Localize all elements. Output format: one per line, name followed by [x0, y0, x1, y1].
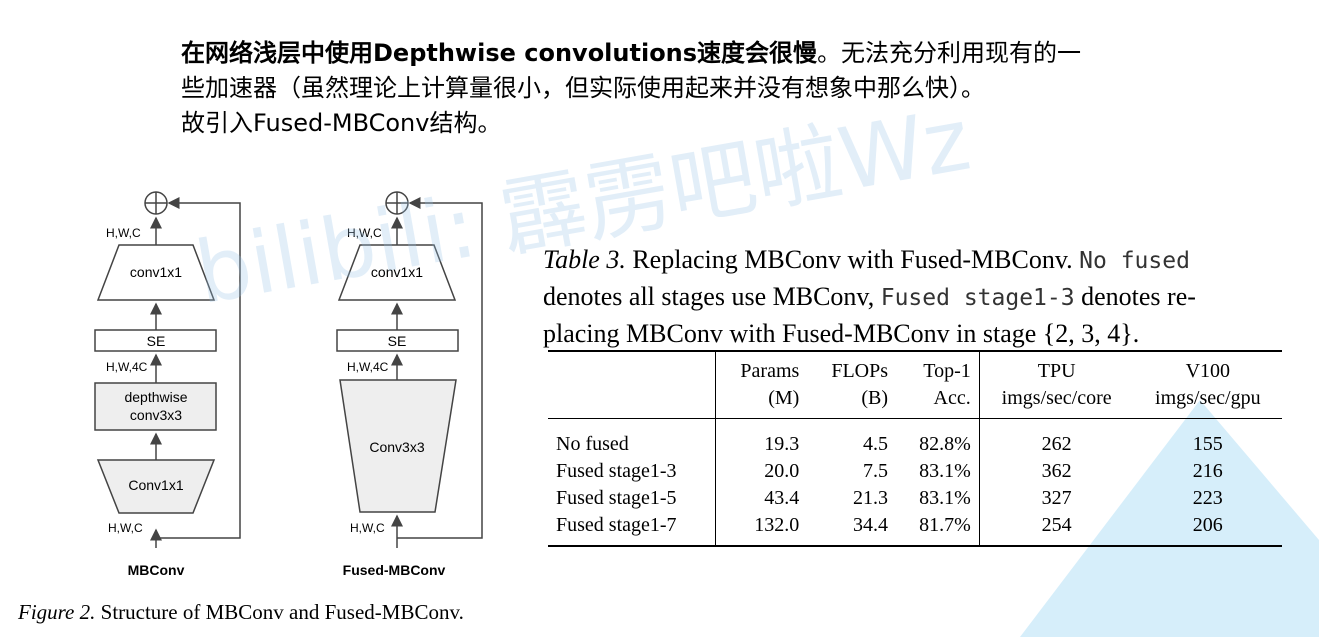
table-cell: 19.3: [764, 433, 800, 455]
header-cell: Acc.: [896, 385, 980, 419]
fused-mbconv-diagram: H,W,C conv1x1 SE H,W,4C Conv3x3 H,W,C Fu…: [336, 191, 483, 578]
table-cell: 83.1%: [896, 485, 980, 512]
figure-caption-text: Structure of MBConv and Fused-MBConv.: [95, 600, 464, 624]
mbconv-depthwise-label2: conv3x3: [130, 407, 182, 423]
table-caption-text1: Replacing MBConv with Fused-MBConv.: [625, 245, 1080, 274]
mbconv-conv1x1-top: [96, 244, 216, 301]
mbconv-depthwise-block: [94, 382, 217, 431]
table-row: No fused 19.3 4.5 82.8% 262 155: [548, 418, 1282, 458]
table-cell: Fused stage1-3: [548, 458, 716, 485]
table-caption-text3: denotes re-: [1074, 282, 1196, 311]
table-cell: 4.5: [863, 433, 889, 455]
table-cell: 223: [1192, 487, 1223, 509]
header-cell: imgs/sec/core: [979, 385, 1134, 419]
structure-figure: H,W,C conv1x1 SE H,W,4C depthwise conv3x…: [94, 191, 483, 578]
table-caption-text2: denotes all stages use MBConv,: [543, 282, 881, 311]
table-cell: 7.5: [863, 460, 889, 482]
header-cell: V100: [1185, 360, 1231, 382]
fused-top-dim: H,W,C: [347, 226, 382, 240]
table-caption: Table 3. Replacing MBConv with Fused-MBC…: [543, 242, 1303, 351]
table-cell: 262: [1041, 433, 1072, 455]
mbconv-conv1x1-top-label: conv1x1: [130, 264, 182, 280]
mbconv-depthwise-label1: depthwise: [124, 389, 187, 405]
figure-caption: Figure 2. Structure of MBConv and Fused-…: [18, 600, 464, 625]
header-cell: Top-1: [896, 351, 980, 385]
results-table: Params FLOPs Top-1 TPU V100 (M) (B) Acc.…: [548, 350, 1282, 547]
header-cell: (B): [807, 385, 897, 419]
fused-se-block: [336, 329, 459, 352]
fused-conv3x3-block: [339, 379, 457, 513]
table-cell: 34.4: [853, 514, 889, 536]
mbconv-conv1x1-bottom: [96, 459, 216, 514]
table-cell: 20.0: [764, 460, 800, 482]
intro-line1-rest: 。无法充分利用现有的一: [817, 39, 1082, 67]
table-caption-label: Table 3.: [543, 245, 626, 274]
fused-conv1x1-top-label: conv1x1: [371, 264, 423, 280]
header-cell: Params: [740, 360, 800, 382]
mbconv-conv1x1-bottom-label: Conv1x1: [128, 477, 183, 493]
table-cell: Fused stage1-5: [548, 485, 716, 512]
table-cell: No fused: [548, 418, 716, 458]
header-cell: imgs/sec/gpu: [1133, 385, 1282, 419]
fused-title: Fused-MBConv: [343, 562, 446, 578]
fused-bottom-dim: H,W,C: [350, 521, 385, 535]
table-cell: 206: [1192, 514, 1223, 536]
fused-skip-connection: [397, 197, 483, 539]
table-caption-text4: placing MBConv with Fused-MBConv in stag…: [543, 319, 1140, 348]
table-row: Fused stage1-3 20.0 7.5 83.1% 362 216: [548, 458, 1282, 485]
fused-se-label: SE: [388, 333, 407, 349]
table-cell: Fused stage1-7: [548, 512, 716, 546]
mbconv-mid-dim: H,W,4C: [106, 360, 148, 374]
header-cell: [548, 351, 716, 385]
mbconv-title: MBConv: [128, 562, 185, 578]
mbconv-top-dim: H,W,C: [106, 226, 141, 240]
table-cell: 362: [1041, 460, 1072, 482]
table-cell: 327: [1041, 487, 1072, 509]
table-caption-mono1: No fused: [1079, 248, 1190, 274]
header-cell: (M): [715, 385, 808, 419]
fused-conv3x3-label: Conv3x3: [369, 439, 424, 455]
mbconv-se-block: [94, 329, 217, 352]
table-cell: 81.7%: [896, 512, 980, 546]
table-cell: 83.1%: [896, 458, 980, 485]
mbconv-bottom-dim: H,W,C: [108, 521, 143, 535]
intro-bold-text: 在网络浅层中使用Depthwise convolutions速度会很慢: [181, 39, 818, 67]
mbconv-skip-connection: [156, 197, 241, 539]
header-cell: TPU: [1037, 360, 1076, 382]
table-cell: 254: [1041, 514, 1072, 536]
fused-mid-dim: H,W,4C: [347, 360, 389, 374]
table-row: Fused stage1-7 132.0 34.4 81.7% 254 206: [548, 512, 1282, 546]
header-cell: [548, 385, 716, 419]
intro-paragraph: 在网络浅层中使用Depthwise convolutions速度会很慢。无法充分…: [181, 36, 1141, 141]
figure-caption-label: Figure 2.: [18, 600, 96, 624]
intro-line3: 故引入Fused-MBConv结构。: [181, 109, 502, 137]
table-cell: 21.3: [853, 487, 889, 509]
table-cell: 216: [1192, 460, 1223, 482]
table-row: Fused stage1-5 43.4 21.3 83.1% 327 223: [548, 485, 1282, 512]
table-cell: 155: [1192, 433, 1223, 455]
header-cell: FLOPs: [831, 360, 889, 382]
mbconv-se-label: SE: [147, 333, 166, 349]
table-cell: 132.0: [754, 514, 800, 536]
fused-conv1x1-top: [337, 244, 457, 301]
table-header-row: Params FLOPs Top-1 TPU V100: [548, 351, 1282, 385]
intro-line2: 些加速器（虽然理论上计算量很小，但实际使用起来并没有想象中那么快）。: [181, 74, 985, 102]
table-cell: 43.4: [764, 487, 800, 509]
table-cell: 82.8%: [896, 418, 980, 458]
mbconv-diagram: H,W,C conv1x1 SE H,W,4C depthwise conv3x…: [94, 191, 241, 578]
table-header-row: (M) (B) Acc. imgs/sec/core imgs/sec/gpu: [548, 385, 1282, 419]
table-caption-mono2: Fused stage1-3: [880, 285, 1075, 311]
